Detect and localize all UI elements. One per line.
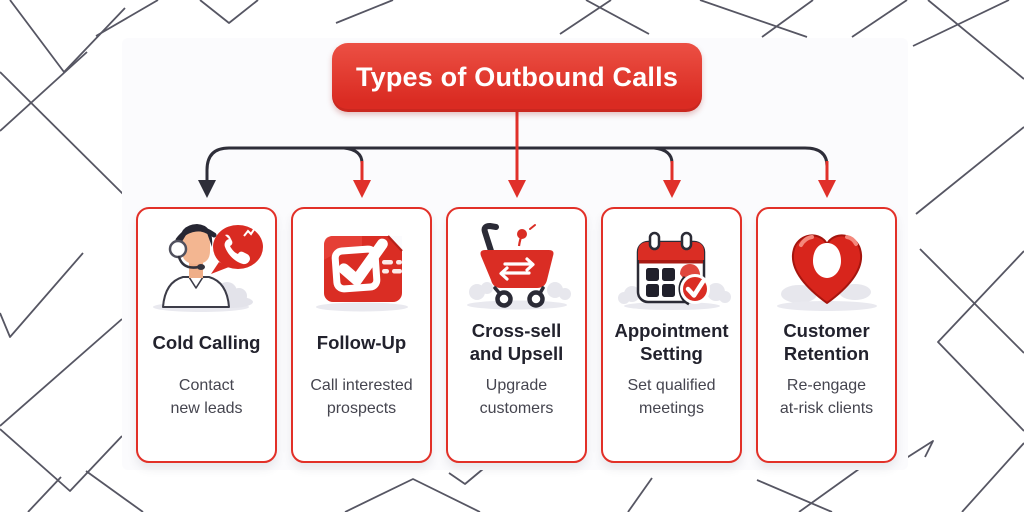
card-title: Cross-sell and Upsell	[469, 320, 564, 364]
title-banner: Types of Outbound Calls	[332, 43, 702, 112]
type-card: Follow-Up Call interested prospects	[291, 207, 432, 463]
type-card: Cold Calling Contact new leads	[136, 207, 277, 463]
card-title: Customer Retention	[783, 320, 870, 364]
connector-arrow	[353, 161, 371, 198]
connector-trunk	[205, 146, 829, 182]
appointment-calendar-icon	[617, 231, 731, 310]
cards-row: Cold Calling Contact new leads Follow-Up…	[136, 207, 897, 463]
card-description: Upgrade customers	[479, 377, 554, 417]
follow-up-checklist-icon	[315, 235, 408, 312]
card-description: Set qualified meetings	[627, 377, 716, 417]
card-icon	[299, 217, 425, 315]
card-icon	[764, 217, 890, 315]
customer-retention-heart-icon	[776, 234, 877, 311]
card-title: Cold Calling	[152, 331, 261, 353]
card-description: Contact new leads	[170, 377, 243, 417]
card-title: Appointment Setting	[614, 320, 729, 364]
card-icon	[609, 217, 735, 315]
page-title: Types of Outbound Calls	[355, 62, 679, 92]
cross-sell-cart-icon	[466, 223, 571, 310]
connector-arrow	[663, 161, 681, 198]
card-icon	[454, 217, 580, 315]
connector-arrow	[818, 161, 836, 198]
cold-calling-agent-icon	[152, 224, 263, 312]
card-icon	[144, 217, 270, 315]
card-description: Re-engage at-risk clients	[779, 377, 874, 417]
type-card: Customer Retention Re-engage at-risk cli…	[756, 207, 897, 463]
type-card: Appointment Setting Set qualified meetin…	[601, 207, 742, 463]
connector-arrow	[198, 172, 216, 198]
connector-trunk	[653, 146, 674, 164]
card-title: Follow-Up	[316, 331, 407, 353]
card-description: Call interested prospects	[310, 377, 413, 417]
connector-arrow	[508, 112, 526, 198]
connector-trunk	[343, 146, 364, 164]
type-card: Cross-sell and Upsell Upgrade customers	[446, 207, 587, 463]
